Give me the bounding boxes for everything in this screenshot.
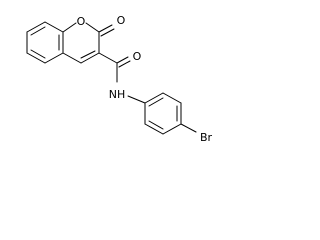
atom-label-amide-nitrogen: NH bbox=[109, 88, 126, 101]
bond bbox=[180, 123, 197, 133]
atom-label-ring-oxygen: O bbox=[77, 15, 86, 28]
bond bbox=[85, 22, 100, 33]
bond-double-inner bbox=[148, 97, 164, 107]
atom-label-lactone-oxygen: O bbox=[117, 14, 126, 27]
bond bbox=[62, 22, 77, 33]
bond bbox=[62, 52, 82, 64]
bond-double-inner bbox=[30, 49, 46, 59]
bond bbox=[144, 92, 164, 104]
bromophenyl-ring bbox=[144, 92, 197, 135]
bond bbox=[26, 21, 46, 33]
bond bbox=[162, 92, 182, 104]
bond-double-inner bbox=[80, 50, 96, 59]
bond bbox=[44, 21, 64, 33]
bond-double-inner bbox=[148, 120, 164, 130]
benzo-ring bbox=[26, 21, 64, 64]
bond-double bbox=[118, 60, 131, 68]
molecule-drawing: O O O NH Br bbox=[26, 14, 213, 144]
structure-canvas: O O O NH Br bbox=[26, 14, 213, 144]
atom-label-bromine: Br bbox=[200, 131, 213, 144]
bond bbox=[26, 52, 46, 64]
pyrone-ring bbox=[62, 22, 115, 64]
bond-double bbox=[98, 24, 113, 33]
bond bbox=[44, 52, 64, 64]
atom-label-amide-oxygen: O bbox=[133, 50, 142, 63]
amide-group bbox=[98, 52, 146, 104]
bond bbox=[127, 95, 146, 104]
bond bbox=[162, 123, 182, 135]
bond bbox=[80, 52, 100, 64]
bond bbox=[98, 52, 118, 64]
bond bbox=[144, 123, 164, 135]
bond-double bbox=[100, 28, 115, 37]
bond-double-inner bbox=[30, 26, 46, 36]
bond-double bbox=[116, 56, 129, 64]
